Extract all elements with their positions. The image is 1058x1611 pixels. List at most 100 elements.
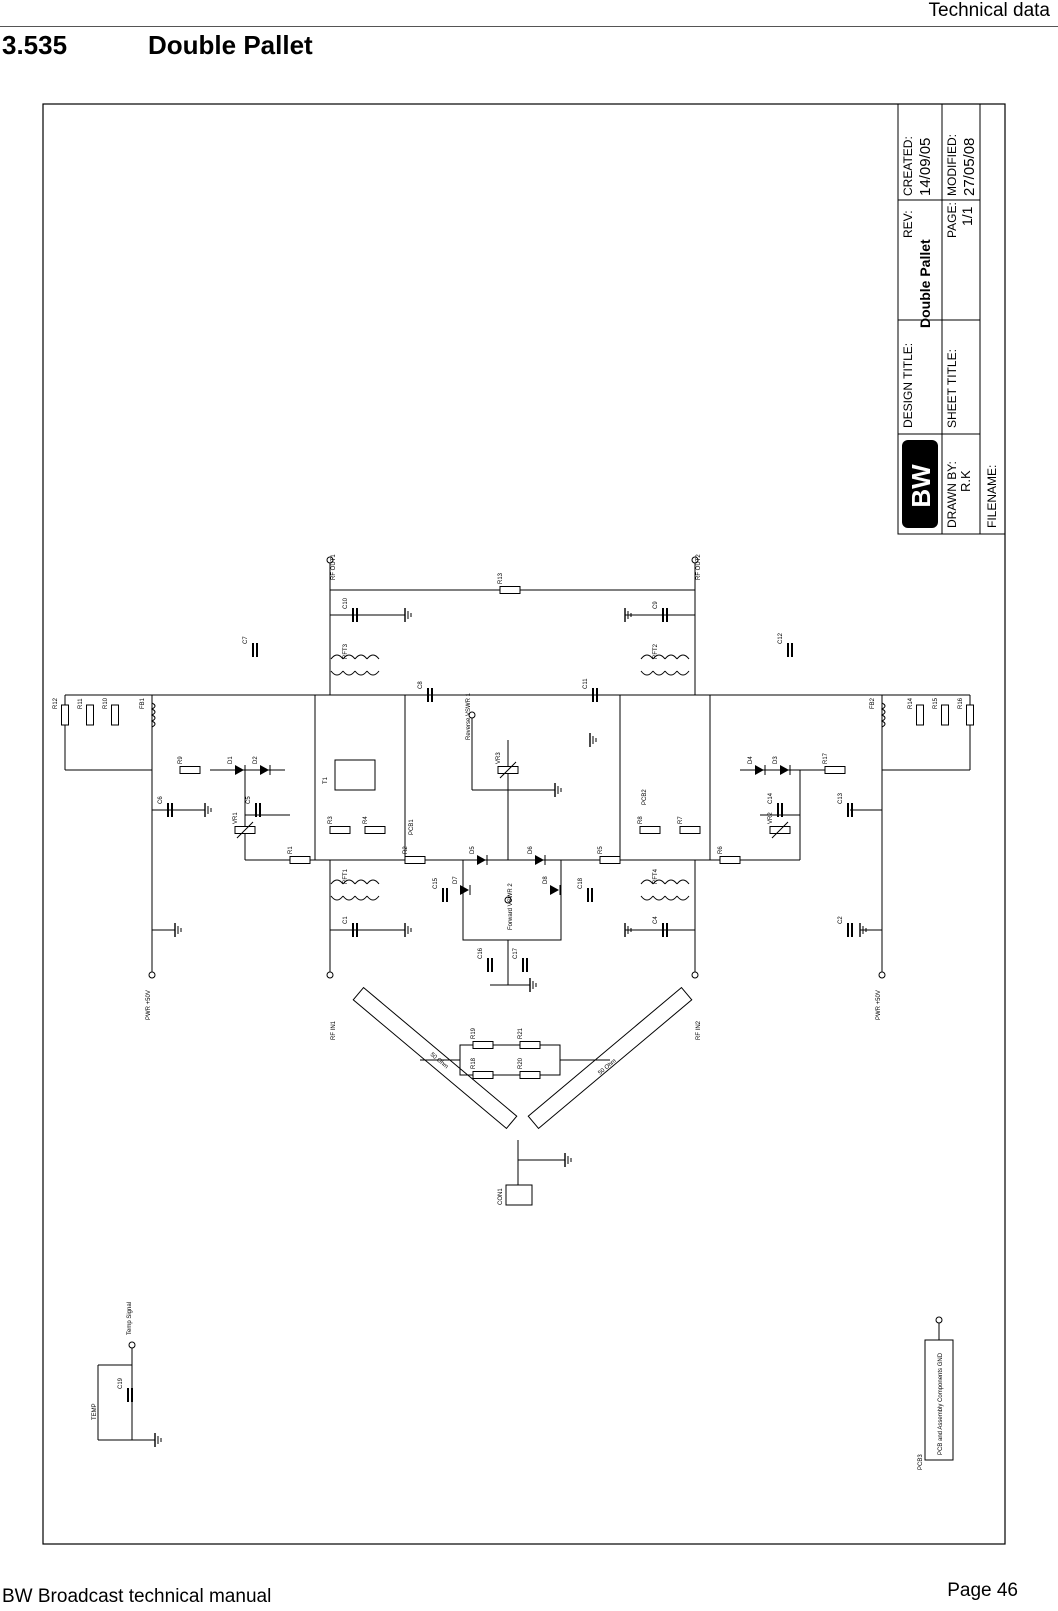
ground-icon [529,978,537,992]
designator-r6: R6 [718,846,724,854]
coax-cable-2 [527,986,693,1130]
component-d2: D2 [253,756,271,775]
component-c12: C12 [778,632,793,657]
component-c19: C19 [118,1377,133,1402]
component-c8: C8 [418,681,433,702]
component-c15: C15 [433,877,448,902]
footer-manual-title: BW Broadcast technical manual [2,1586,272,1607]
net-temp: Temp Signal [127,1302,133,1335]
net-rf-out2: RF OUT2 [696,554,702,580]
component-r17: R17 [823,752,846,774]
ground-icon [404,608,412,622]
component-c10: C10 [343,597,358,622]
terminal-icon [326,971,334,979]
net-vswr2: Forward VSWR 2 [508,883,514,930]
component-r18: R18 [471,1057,494,1079]
module-cable1: 50 Ohm [429,1052,449,1070]
component-vr3: VR3 [496,752,519,779]
designator-c8: C8 [418,681,424,689]
component-r5: R5 [598,846,621,864]
designator-r14: R14 [908,697,914,709]
ground-icon [404,923,412,937]
designator-r8: R8 [638,816,644,824]
terminal-icon [128,1341,136,1349]
component-vr2: VR2 [768,812,791,839]
designator-r16: R16 [958,697,964,709]
component-r10: R10 [103,697,119,726]
designator-c4: C4 [653,916,659,924]
component-r7: R7 [678,816,701,834]
designator-c2: C2 [838,916,844,924]
component-r21: R21 [518,1027,541,1049]
module-pcb2: PCB2 [642,789,648,805]
net-rf-in2: RF IN2 [696,1020,702,1040]
component-c13: C13 [838,792,853,817]
page-label: PAGE: [945,202,959,238]
designator-c13: C13 [838,792,844,804]
designator-vr3: VR3 [496,752,502,764]
designator-rft4: RFT4 [653,868,659,884]
bw-logo-icon: BW [902,440,938,528]
designator-d3: D3 [773,756,779,764]
pcb3-note: PCB and Assembly Components GND [938,1352,944,1455]
ground-icon [859,923,867,937]
designator-r21: R21 [518,1027,524,1039]
component-d1: D1 [228,756,246,775]
modified-label: MODIFIED: [945,134,959,196]
net-vswr1: Reverse VSWR 1 [466,692,472,740]
component-r6: R6 [718,846,741,864]
component-r16: R16 [958,697,974,726]
designator-vr1: VR1 [233,812,239,824]
designator-d1: D1 [228,756,234,764]
modified-value: 27/05/08 [961,138,978,196]
designator-r17: R17 [823,752,829,764]
component-r4: R4 [363,816,386,834]
net-rf-out1: RF OUT1 [331,554,337,580]
component-fb1: FB1 [140,697,156,728]
terminal-icon [691,971,699,979]
ground-icon [624,923,632,937]
designator-d8: D8 [543,876,549,884]
drawn-by-value: R.K [958,470,973,492]
ground-icon [589,733,597,747]
component-c5: C5 [246,796,261,817]
terminal-icon [691,556,699,564]
ground-icon [154,1433,162,1447]
designator-t1: T1 [323,776,329,784]
design-title-value: Double Pallet [917,239,933,328]
designator-d5: D5 [470,846,476,854]
schematic-frame [42,103,1006,1545]
ground-icon [174,923,182,937]
component-c6: C6 [158,796,173,817]
rev-label: REV: [901,210,915,238]
ground-icon [554,783,562,797]
created-value: 14/09/05 [917,138,934,196]
designator-c19: C19 [118,1377,124,1389]
component-r12: R12 [53,697,69,726]
designator-c1: C1 [343,916,349,924]
component-d7: D7 [453,876,471,895]
module-temp: TEMP [92,1403,98,1420]
designator-d4: D4 [748,756,754,764]
designator-c12: C12 [778,632,784,644]
title-block: BW DRAWN BY: R.K FILENAME: DESIGN TITLE:… [897,103,1006,535]
designator-c7: C7 [243,636,249,644]
designator-c9: C9 [653,601,659,609]
component-c9: C9 [653,601,668,622]
component-d5: D5 [470,846,488,865]
designator-fb1: FB1 [140,697,146,709]
net-rf-in1: RF IN1 [331,1020,337,1040]
component-c4: C4 [653,916,668,937]
designator-c6: C6 [158,796,164,804]
component-rft1: RFT1 [330,868,380,901]
component-c7: C7 [243,636,258,657]
component-t1: T1 [323,759,376,791]
terminal-icon [878,971,886,979]
terminal-icon [504,896,512,904]
terminal-icon [148,971,156,979]
module-con1: CON1 [498,1188,504,1205]
designator-d6: D6 [528,846,534,854]
designator-c11: C11 [583,678,589,689]
section-title: Double Pallet [148,30,313,60]
